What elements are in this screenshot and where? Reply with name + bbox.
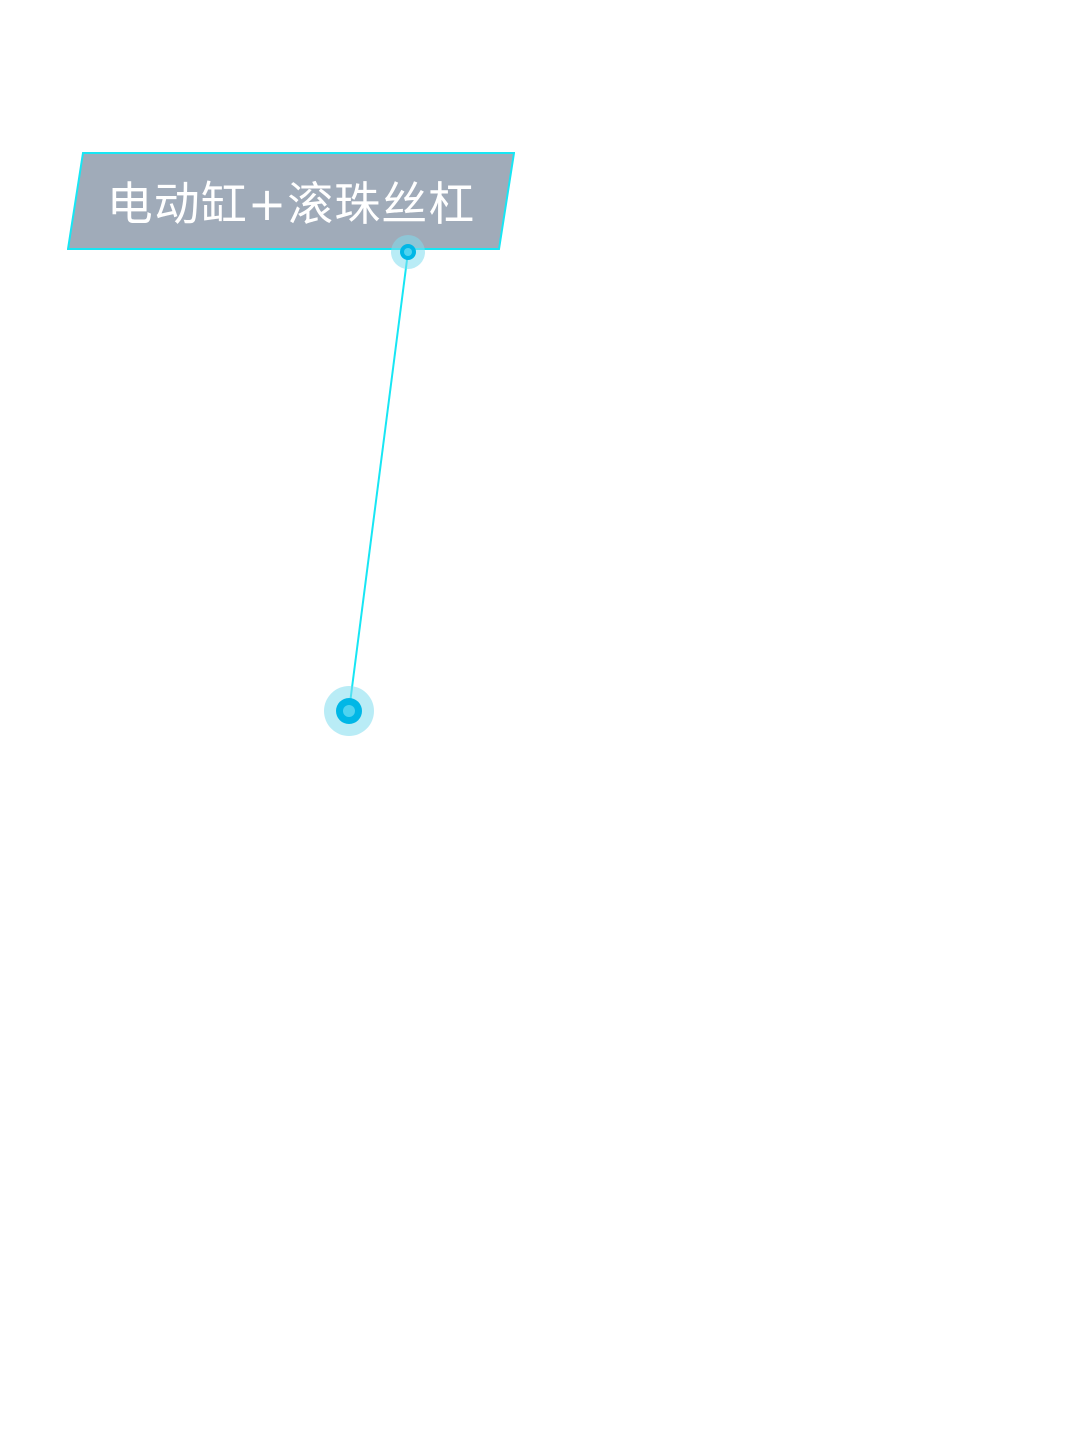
callout-label-text: 电动缸+滚珠丝杠 <box>106 177 476 231</box>
leader-line <box>348 251 409 712</box>
label-parallelogram <box>67 152 515 250</box>
callout-label-box: 电动缸+滚珠丝杠 <box>67 152 515 250</box>
bottom-target-dot <box>324 686 374 736</box>
